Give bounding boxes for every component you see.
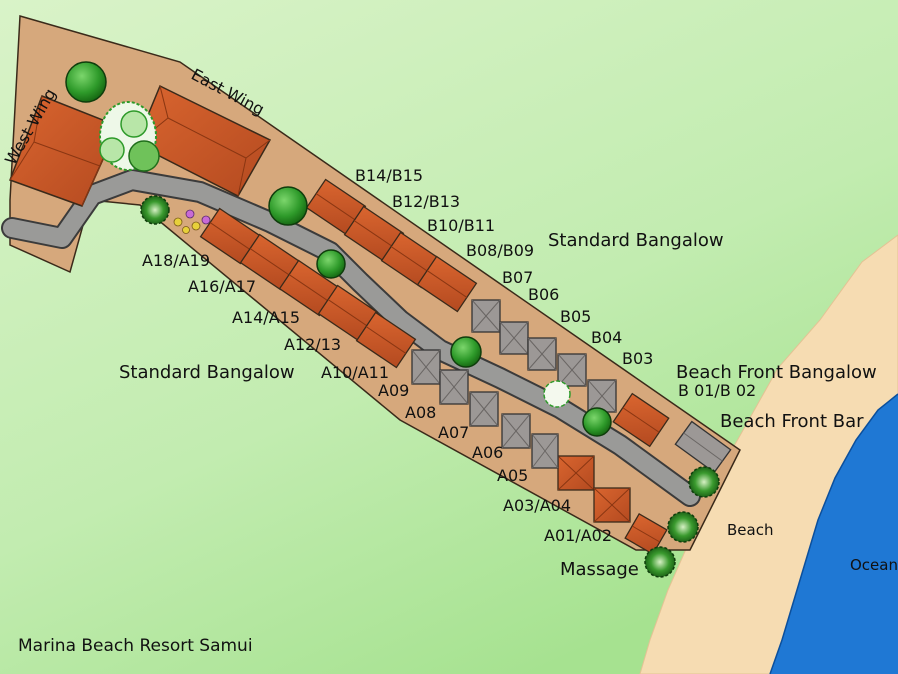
label-a10-a11: A10/A11 [321, 363, 389, 382]
label-a05: A05 [497, 466, 528, 485]
tree-icon [268, 186, 308, 226]
label-b05: B05 [560, 307, 591, 326]
label-a01-a02: A01/A02 [544, 526, 612, 545]
bangalow-a01-a02[interactable] [624, 512, 668, 556]
a-row-bangalows [199, 207, 668, 556]
west-wing-building[interactable] [9, 95, 120, 207]
bangalow-b07[interactable] [471, 299, 501, 333]
bangalow-a05-annex[interactable] [531, 433, 559, 469]
shrub-icon [543, 380, 571, 408]
label-b14-b15: B14/B15 [355, 166, 423, 185]
bangalow-b08-b09[interactable] [416, 255, 478, 313]
label-standard-bangalow-a: Standard Bangalow [119, 362, 295, 383]
label-a03-a04: A03/A04 [503, 496, 571, 515]
label-beach: Beach [727, 521, 773, 539]
bangalow-a06[interactable] [501, 413, 531, 449]
trees [65, 61, 720, 578]
label-standard-bangalow-b: Standard Bangalow [548, 230, 724, 251]
label-beach-front-bangalow: Beach Front Bangalow [676, 362, 877, 383]
label-b04: B04 [591, 328, 622, 347]
map-caption: Marina Beach Resort Samui [18, 636, 253, 656]
tree-icon [65, 61, 107, 103]
b-row-bangalows [305, 178, 670, 448]
beach-front-bar-building[interactable] [674, 420, 732, 474]
label-ocean: Ocean [850, 556, 898, 574]
label-a16-a17: A16/A17 [188, 277, 256, 296]
garden [99, 101, 160, 172]
label-a12-13: A12/13 [284, 335, 341, 354]
palm-tree-icon [688, 466, 720, 498]
bangalow-a10-a11[interactable] [355, 311, 417, 369]
label-a07: A07 [438, 423, 469, 442]
label-b08-b09: B08/B09 [466, 241, 534, 260]
bangalow-a08[interactable] [439, 369, 469, 405]
label-a08: A08 [405, 403, 436, 422]
label-a06: A06 [472, 443, 503, 462]
label-b06: B06 [528, 285, 559, 304]
label-b10-b11: B10/B11 [427, 216, 495, 235]
tree-icon [316, 249, 346, 279]
label-beach-front-bar: Beach Front Bar [720, 411, 864, 432]
palm-tree-icon [667, 511, 699, 543]
bangalow-a03-a04[interactable] [593, 487, 631, 523]
ocean [770, 394, 898, 674]
b-row-grey-bangalows [471, 299, 732, 474]
bangalow-a07[interactable] [469, 391, 499, 427]
label-massage: Massage [560, 559, 639, 580]
label-b12-b13: B12/B13 [392, 192, 460, 211]
label-b07: B07 [502, 268, 533, 287]
label-a18-a19: A18/A19 [142, 251, 210, 270]
bangalow-a09[interactable] [411, 349, 441, 385]
bangalow-b01-b02[interactable] [612, 392, 670, 448]
bangalow-b04[interactable] [557, 353, 587, 387]
tree-icon [450, 336, 482, 368]
label-a14-a15: A14/A15 [232, 308, 300, 327]
bangalow-b03[interactable] [587, 379, 617, 413]
flowers [173, 209, 211, 234]
bangalow-b05[interactable] [527, 337, 557, 371]
shoreline [769, 393, 898, 674]
palm-tree-icon [140, 195, 170, 225]
label-a09: A09 [378, 381, 409, 400]
tree-icon [582, 407, 612, 437]
bangalow-a05[interactable] [557, 455, 595, 491]
label-b01-b02: B 01/B 02 [678, 381, 756, 400]
label-b03: B03 [622, 349, 653, 368]
a-row-grey-bangalows [411, 349, 559, 469]
palm-tree-icon [644, 546, 676, 578]
bangalow-b06[interactable] [499, 321, 529, 355]
